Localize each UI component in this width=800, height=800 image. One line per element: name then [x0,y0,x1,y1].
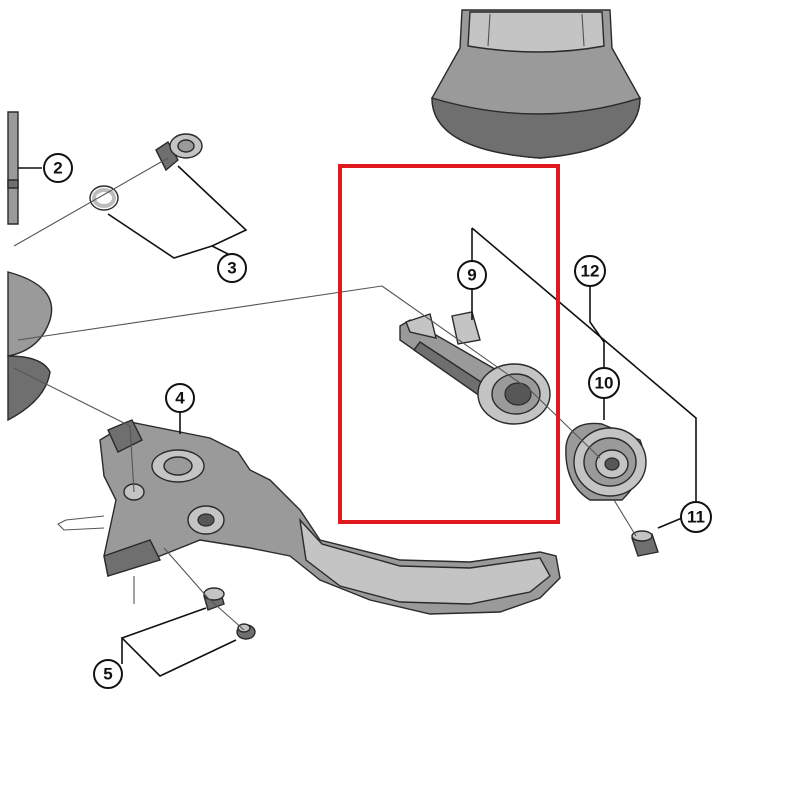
svg-text:2: 2 [53,159,62,178]
brake-lever-part [57,419,561,615]
leader-lines [18,165,697,677]
lever-body-fragment [7,111,53,422]
callout-10: 10 [588,367,620,399]
piston-part [565,422,647,501]
bushing-large [203,587,225,611]
assembly-lines [13,157,637,631]
svg-text:3: 3 [227,259,236,278]
o-ring-part [89,185,119,211]
screw-part [155,133,203,172]
svg-text:10: 10 [595,374,614,393]
sleeve-part [399,311,551,425]
svg-text:11: 11 [687,508,705,527]
callout-9: 9 [457,260,487,290]
callout-3: 3 [217,253,247,283]
reservoir-cap [431,9,641,159]
callout-11: 11 [680,501,712,533]
svg-text:4: 4 [175,389,185,408]
svg-text:5: 5 [103,665,112,684]
svg-text:12: 12 [581,262,600,281]
highlight-box [338,164,560,524]
callout-4: 4 [165,383,195,413]
callout-12: 12 [574,255,606,287]
svg-text:9: 9 [467,266,476,285]
end-cap-part [631,530,659,557]
callout-2: 2 [43,153,73,183]
callout-5: 5 [93,659,123,689]
